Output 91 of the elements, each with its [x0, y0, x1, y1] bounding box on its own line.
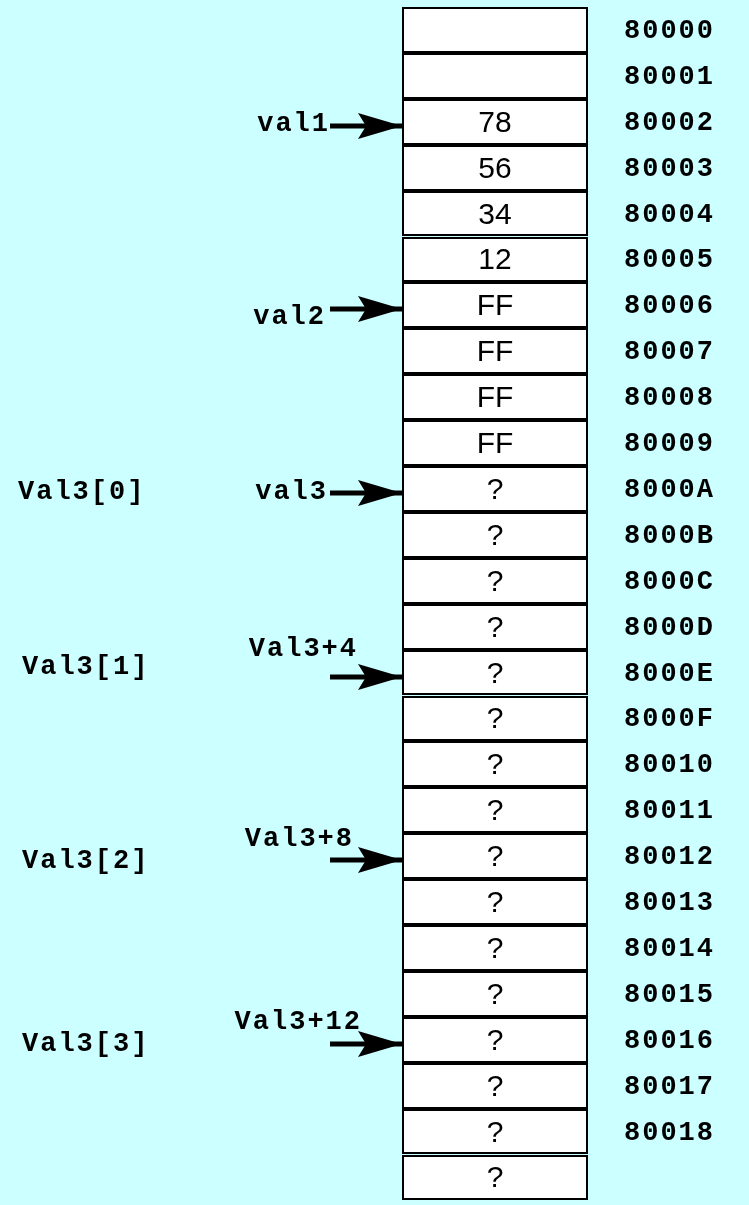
address-label: 8000C	[624, 568, 715, 596]
address-label: 80013	[624, 890, 715, 918]
memory-cell	[402, 1016, 588, 1063]
cell-value: ?	[486, 978, 504, 1009]
memory-cell	[402, 420, 588, 466]
cell-value: ?	[486, 657, 504, 688]
memory-cell	[402, 1154, 588, 1201]
address-label: 8000E	[624, 660, 715, 688]
pointer-label: Val3+4	[248, 636, 358, 663]
cell-value: ?	[486, 1024, 504, 1055]
pointer-label: Val3+12	[234, 1009, 362, 1036]
memory-cell	[402, 649, 588, 696]
address-label: 80017	[624, 1073, 715, 1101]
memory-cell	[402, 970, 588, 1017]
address-label: 80010	[624, 752, 715, 780]
address-label: 80016	[624, 1027, 715, 1055]
address-label: 80001	[624, 63, 715, 91]
cell-value: FF	[476, 336, 514, 367]
memory-cell	[402, 7, 588, 53]
cell-value: ?	[486, 565, 504, 596]
cell-value: ?	[486, 1070, 504, 1101]
memory-cell	[402, 1108, 588, 1155]
memory-cell	[402, 236, 588, 283]
address-label: 80015	[624, 981, 715, 1009]
address-label: 80007	[624, 339, 715, 367]
address-label: 8000A	[624, 476, 715, 504]
array-element-label: Val3[3]	[22, 1031, 150, 1058]
address-label: 80014	[624, 935, 715, 963]
memory-cell	[402, 557, 588, 604]
cell-value: ?	[486, 1116, 504, 1147]
cell-value: ?	[486, 932, 504, 963]
memory-cell	[402, 190, 588, 237]
pointer-arrow	[330, 296, 402, 322]
memory-cell	[402, 1062, 588, 1109]
cell-value: ?	[486, 1162, 504, 1193]
cell-value: 56	[478, 152, 512, 183]
address-label: 8000F	[624, 706, 715, 734]
memory-cell	[402, 282, 588, 329]
address-label: 80012	[624, 844, 715, 872]
cell-value: 34	[478, 198, 512, 229]
memory-cell	[402, 741, 588, 788]
memory-cell	[402, 879, 588, 925]
cell-value: FF	[476, 382, 514, 413]
memory-cell	[402, 603, 588, 650]
cell-value: 78	[478, 106, 512, 137]
memory-cell	[402, 695, 588, 742]
address-label: 8000B	[624, 522, 715, 550]
memory-cell	[402, 144, 588, 191]
address-label: 80002	[624, 109, 715, 137]
address-label: 80003	[624, 155, 715, 183]
memory-cell	[402, 787, 588, 834]
cell-value: ?	[486, 611, 504, 642]
address-label: 80006	[624, 293, 715, 321]
address-label: 8000D	[624, 614, 715, 642]
cell-value: ?	[486, 703, 504, 734]
cell-value: ?	[486, 795, 504, 826]
cell-value: ?	[486, 473, 504, 504]
memory-cell	[402, 466, 588, 512]
cell-value: ?	[486, 749, 504, 780]
memory-cell	[402, 925, 588, 971]
address-label: 80009	[624, 431, 715, 459]
address-label: 80008	[624, 385, 715, 413]
cell-value: FF	[476, 428, 514, 459]
memory-cell	[402, 833, 588, 880]
array-element-label: Val3[1]	[22, 654, 150, 681]
cell-value: ?	[486, 887, 504, 918]
cell-value: FF	[476, 290, 514, 321]
pointer-arrow	[330, 113, 402, 139]
address-label: 80004	[624, 201, 715, 229]
pointer-arrow	[330, 1031, 402, 1057]
pointer-label: val2	[253, 304, 326, 331]
pointer-arrow	[330, 664, 402, 690]
address-label: 80005	[624, 247, 715, 275]
memory-cell	[402, 98, 588, 145]
pointer-arrow	[330, 480, 402, 506]
address-label: 80018	[624, 1119, 715, 1147]
pointer-arrow	[330, 847, 402, 873]
memory-cell	[402, 328, 588, 375]
pointer-label: Val3+8	[244, 826, 354, 853]
array-element-label: Val3[2]	[22, 848, 150, 875]
cell-value: ?	[486, 841, 504, 872]
pointer-label: val1	[257, 111, 330, 138]
pointer-label: val3	[255, 479, 328, 506]
memory-cell	[402, 511, 588, 558]
memory-cell	[402, 52, 588, 99]
cell-value: ?	[486, 519, 504, 550]
array-element-label: Val3[0]	[18, 479, 146, 506]
cell-value: 12	[478, 244, 512, 275]
address-label: 80011	[624, 798, 715, 826]
memory-cell	[402, 374, 588, 421]
address-label: 80000	[624, 17, 715, 45]
